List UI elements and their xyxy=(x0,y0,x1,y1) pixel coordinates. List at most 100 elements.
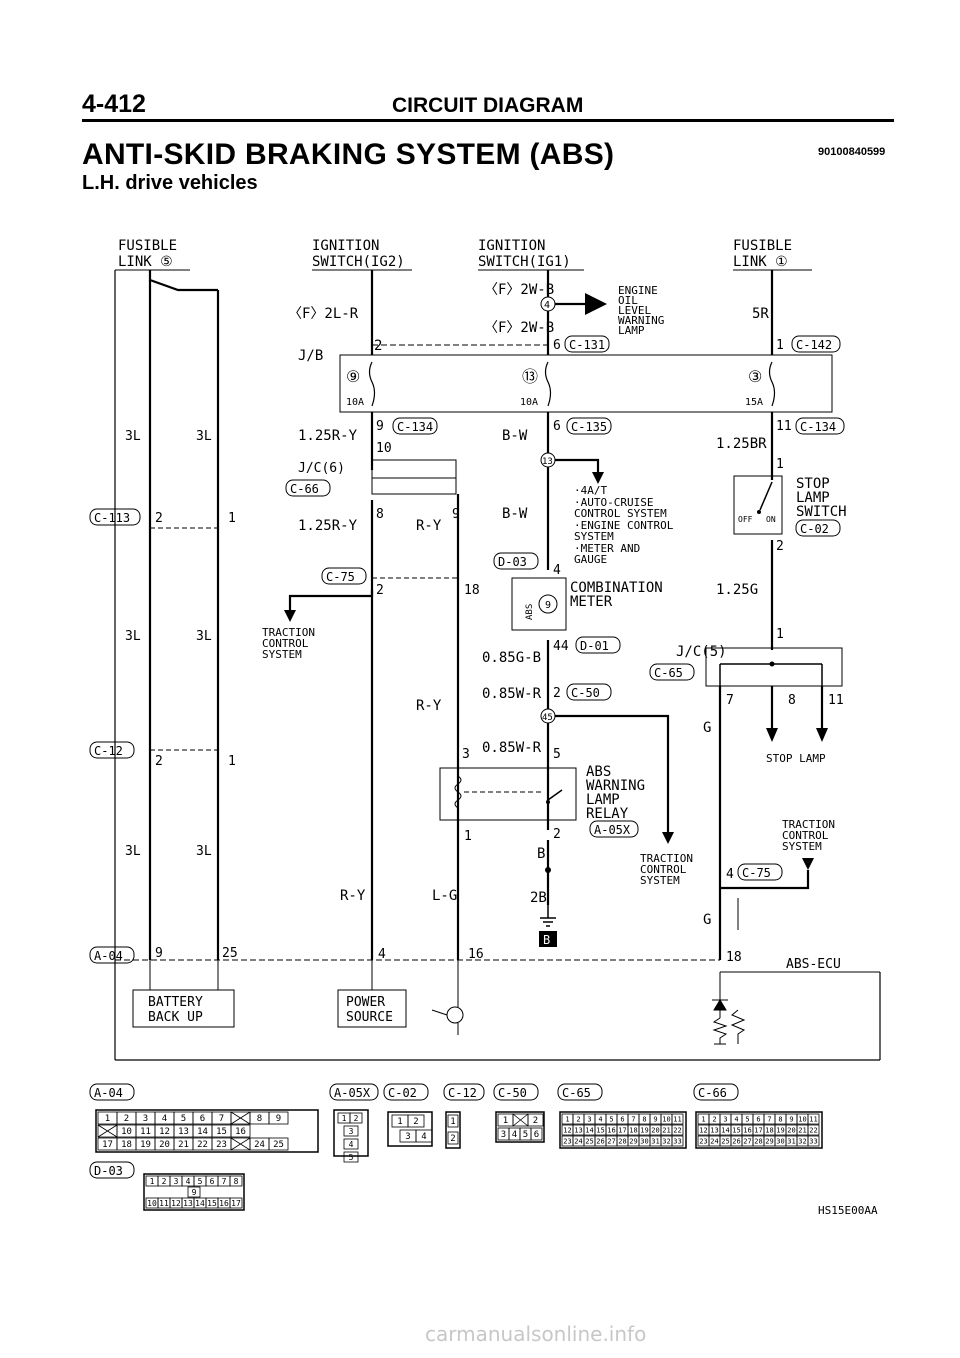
pin-jb-2: 2 xyxy=(374,338,382,354)
svg-text:25: 25 xyxy=(222,946,238,961)
c66-pin-label: 27 xyxy=(743,1138,751,1146)
wire-3l-5: 3L xyxy=(125,844,141,859)
node-13: 13 xyxy=(540,452,604,484)
c66-pin-label: 15 xyxy=(732,1127,740,1135)
wire-085gb: 0.85G-B xyxy=(482,650,541,666)
svg-text:C-66: C-66 xyxy=(290,482,319,496)
c65-pin-label: 15 xyxy=(596,1127,604,1135)
node-45: 45 xyxy=(540,708,674,844)
a04-pin-label: 22 xyxy=(197,1140,208,1150)
c66-pin-label: 30 xyxy=(776,1138,784,1146)
c65-pin-label: 6 xyxy=(620,1116,624,1124)
svg-text:15A: 15A xyxy=(745,397,763,408)
c65-cell xyxy=(671,1113,684,1125)
wire-085wr-1: 0.85W-R xyxy=(482,686,542,702)
traction-1-wire xyxy=(288,590,374,612)
pin-c75-2: 2 xyxy=(376,583,384,598)
wire-125br: 1.25BR xyxy=(716,436,767,452)
c66-pin-label: 4 xyxy=(734,1116,738,1124)
c02-cell xyxy=(415,1129,433,1143)
a04-pin-label: 12 xyxy=(159,1127,170,1137)
c66-cell xyxy=(807,1113,820,1125)
pin-c75-4: 4 xyxy=(726,867,734,882)
system-title: ANTI-SKID BRAKING SYSTEM (ABS) xyxy=(82,138,615,171)
stop-lamp-switch-label: STOP LAMP SWITCH xyxy=(796,476,847,520)
wire-g-1: G xyxy=(703,720,711,736)
a04-pin-label: 6 xyxy=(200,1114,205,1124)
d03-pin-label: 17 xyxy=(231,1199,241,1208)
a04-pin-label: 4 xyxy=(162,1114,167,1124)
wire-3l-4: 3L xyxy=(196,629,212,644)
svg-text:POWER SOURCE: POWER SOURCE xyxy=(346,995,393,1025)
a04-blank-pin xyxy=(230,1111,251,1125)
svg-text:C-66: C-66 xyxy=(698,1086,727,1100)
svg-text:A-05X: A-05X xyxy=(594,823,631,837)
c65-pin-label: 27 xyxy=(607,1138,615,1146)
stop-lamp-arrow-2 xyxy=(816,728,828,742)
d03-cell xyxy=(229,1175,243,1187)
c66-pin-label: 14 xyxy=(721,1127,729,1135)
svg-text:9: 9 xyxy=(452,507,460,522)
junction-block: J/B ⑨ ⑬ ③ 10A 10A 15A xyxy=(298,348,833,413)
svg-text:C-12: C-12 xyxy=(448,1086,477,1100)
engine-oil-node: 4 xyxy=(540,293,607,315)
svg-text:③: ③ xyxy=(748,367,762,386)
svg-text:2: 2 xyxy=(155,754,163,769)
a05x-cell xyxy=(343,1125,359,1137)
wire-3l-6: 3L xyxy=(196,844,212,859)
pin-jc6-8: 8 xyxy=(376,507,384,522)
svg-text:9: 9 xyxy=(545,600,551,611)
fusible-link-1-label: FUSIBLE LINK ① xyxy=(733,238,800,270)
d03-pin-label: 2 xyxy=(162,1177,167,1186)
c12-cell xyxy=(447,1131,459,1145)
svg-text:2: 2 xyxy=(155,511,163,526)
svg-text:C-65: C-65 xyxy=(562,1086,591,1100)
c66-pin-label: 25 xyxy=(721,1138,729,1146)
svg-text:ABS: ABS xyxy=(525,604,535,620)
wire-125ry-2: 1.25R-Y xyxy=(298,518,358,534)
d03-pin-label: 6 xyxy=(210,1177,215,1186)
stop-lamp-label: STOP LAMP xyxy=(766,752,826,765)
d03-pin-label: 1 xyxy=(150,1177,155,1186)
fusible-link-5-label: FUSIBLE LINK ⑤ xyxy=(118,238,185,270)
svg-text:C-12: C-12 xyxy=(94,744,123,758)
c66-pin-label: 33 xyxy=(809,1138,817,1146)
wire-bw-2: B-W xyxy=(502,506,528,522)
abs-ecu-label: ABS-ECU xyxy=(786,957,841,972)
battery-backup-box: BATTERY BACK UP xyxy=(132,989,235,1028)
svg-text:C-135: C-135 xyxy=(571,420,607,434)
pin-stop-1: 1 xyxy=(776,457,784,472)
c66-pin-label: 18 xyxy=(765,1127,773,1135)
c65-cell xyxy=(671,1135,684,1147)
svg-text:C-02: C-02 xyxy=(388,1086,417,1100)
a04-pin-label: 9 xyxy=(276,1114,281,1124)
c02-pin-label: 4 xyxy=(421,1132,426,1142)
a04-pin-label: 10 xyxy=(121,1127,132,1137)
fuse-symbols xyxy=(368,361,776,407)
d03-pin-label: 4 xyxy=(186,1177,191,1186)
a04-pin-label: 19 xyxy=(140,1140,151,1150)
d03-cell xyxy=(229,1197,243,1209)
svg-text:⑬: ⑬ xyxy=(522,367,538,386)
c66-pin-label: 21 xyxy=(798,1127,806,1135)
ecu-diode-resistor-symbol xyxy=(712,999,746,1045)
c66-pin-label: 6 xyxy=(756,1116,760,1124)
c66-pin-label: 11 xyxy=(809,1116,817,1124)
c02-pin-label: 3 xyxy=(405,1132,410,1142)
c50-cell xyxy=(527,1113,544,1127)
c66-pin-label: 10 xyxy=(798,1116,806,1124)
a04-pin-label: 25 xyxy=(273,1140,284,1150)
pin-jc5-8: 8 xyxy=(788,693,796,708)
connector-d01: D-01 xyxy=(575,636,621,654)
c65-pin-label: 32 xyxy=(662,1138,670,1146)
a04-pin-label: 8 xyxy=(257,1114,262,1124)
c02-pin-label: 1 xyxy=(397,1117,402,1127)
pin-ecu-4: 4 xyxy=(378,947,386,962)
c66-pin-label: 23 xyxy=(699,1138,707,1146)
svg-text:10A: 10A xyxy=(520,397,538,408)
abs-warning-lamp-relay-label: ABS WARNING LAMP RELAY xyxy=(586,764,653,822)
pin-10: 10 xyxy=(376,441,392,456)
c50-blank-pin xyxy=(512,1113,529,1127)
